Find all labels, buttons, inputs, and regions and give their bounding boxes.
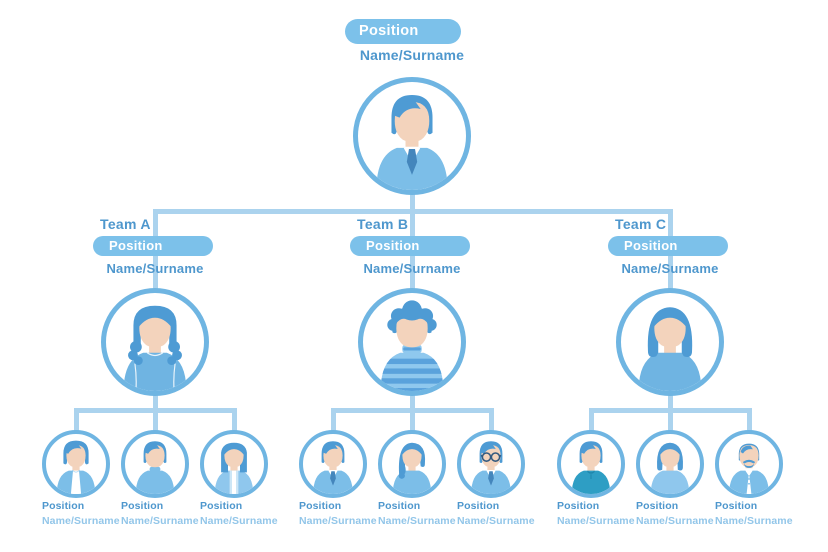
member-avatar	[200, 430, 268, 498]
member-position: Position	[200, 500, 243, 512]
team-lead-avatar	[358, 288, 466, 396]
connector-child-stem	[409, 408, 415, 434]
connector-child-stem	[588, 408, 594, 434]
member-name: Name/Surname	[557, 515, 635, 527]
avatar-illustration-man-side-part-suit	[376, 94, 448, 190]
avatar-illustration-man-mustache-suit	[729, 443, 769, 494]
member-name: Name/Surname	[42, 515, 120, 527]
connector-child-stem	[73, 408, 79, 434]
member-name: Name/Surname	[121, 515, 199, 527]
member-position: Position	[299, 500, 342, 512]
member-avatar	[378, 430, 446, 498]
avatar-illustration-man-teal-shirt	[571, 441, 611, 494]
member-position: Position	[557, 500, 600, 512]
root-position-pill: Position	[345, 19, 461, 44]
avatar-illustration-woman-medium-hair	[650, 442, 690, 494]
member-position: Position	[715, 500, 758, 512]
connector-child-stem	[667, 408, 673, 434]
member-avatar	[299, 430, 367, 498]
team-position-pill: Position	[608, 236, 728, 256]
member-name: Name/Surname	[299, 515, 377, 527]
connector-child-stem	[488, 408, 494, 434]
connector-child-stem	[746, 408, 752, 434]
member-name: Name/Surname	[457, 515, 535, 527]
connector-root-stem	[409, 193, 415, 214]
connector-child-stem	[152, 408, 158, 434]
member-avatar	[715, 430, 783, 498]
team-position-pill: Position	[350, 236, 470, 256]
team-label: Team A	[100, 216, 151, 232]
avatar-illustration-woman-straight-bob-cardigan	[214, 442, 254, 494]
team-lead-name: Name/Surname	[621, 261, 719, 276]
avatar-illustration-man-glasses-suit	[471, 441, 511, 494]
avatar-illustration-man-side-part-suit	[313, 441, 353, 494]
team-lead-name: Name/Surname	[363, 261, 461, 276]
avatar-illustration-woman-pixie-jacket	[56, 440, 96, 494]
member-avatar	[42, 430, 110, 498]
connector-child-stem	[231, 408, 237, 434]
member-name: Name/Surname	[636, 515, 714, 527]
member-name: Name/Surname	[378, 515, 456, 527]
connector-team-downstem	[152, 390, 158, 412]
member-avatar	[457, 430, 525, 498]
member-position: Position	[457, 500, 500, 512]
team-lead-name: Name/Surname	[106, 261, 204, 276]
root-name: Name/Surname	[359, 47, 465, 63]
avatar-illustration-woman-long-wavy-hair	[123, 305, 187, 391]
member-avatar	[121, 430, 189, 498]
team-lead-avatar	[616, 288, 724, 396]
connector-team-downstem	[409, 390, 415, 412]
team-label: Team B	[357, 216, 409, 232]
member-position: Position	[378, 500, 421, 512]
member-name: Name/Surname	[715, 515, 793, 527]
member-avatar	[557, 430, 625, 498]
member-position: Position	[42, 500, 85, 512]
team-position-pill: Position	[93, 236, 213, 256]
member-avatar	[636, 430, 704, 498]
team-label: Team C	[615, 216, 667, 232]
avatar-illustration-woman-side-ponytail	[392, 442, 432, 494]
avatar-illustration-man-curly-striped-sweater	[380, 300, 444, 391]
avatar-illustration-woman-bob	[638, 307, 702, 391]
member-position: Position	[636, 500, 679, 512]
team-lead-avatar	[101, 288, 209, 396]
connector-team-downstem	[667, 390, 673, 412]
connector-child-stem	[330, 408, 336, 434]
avatar-illustration-man-plain-sweater	[135, 441, 175, 494]
member-name: Name/Surname	[200, 515, 278, 527]
member-position: Position	[121, 500, 164, 512]
root-avatar	[353, 77, 471, 195]
